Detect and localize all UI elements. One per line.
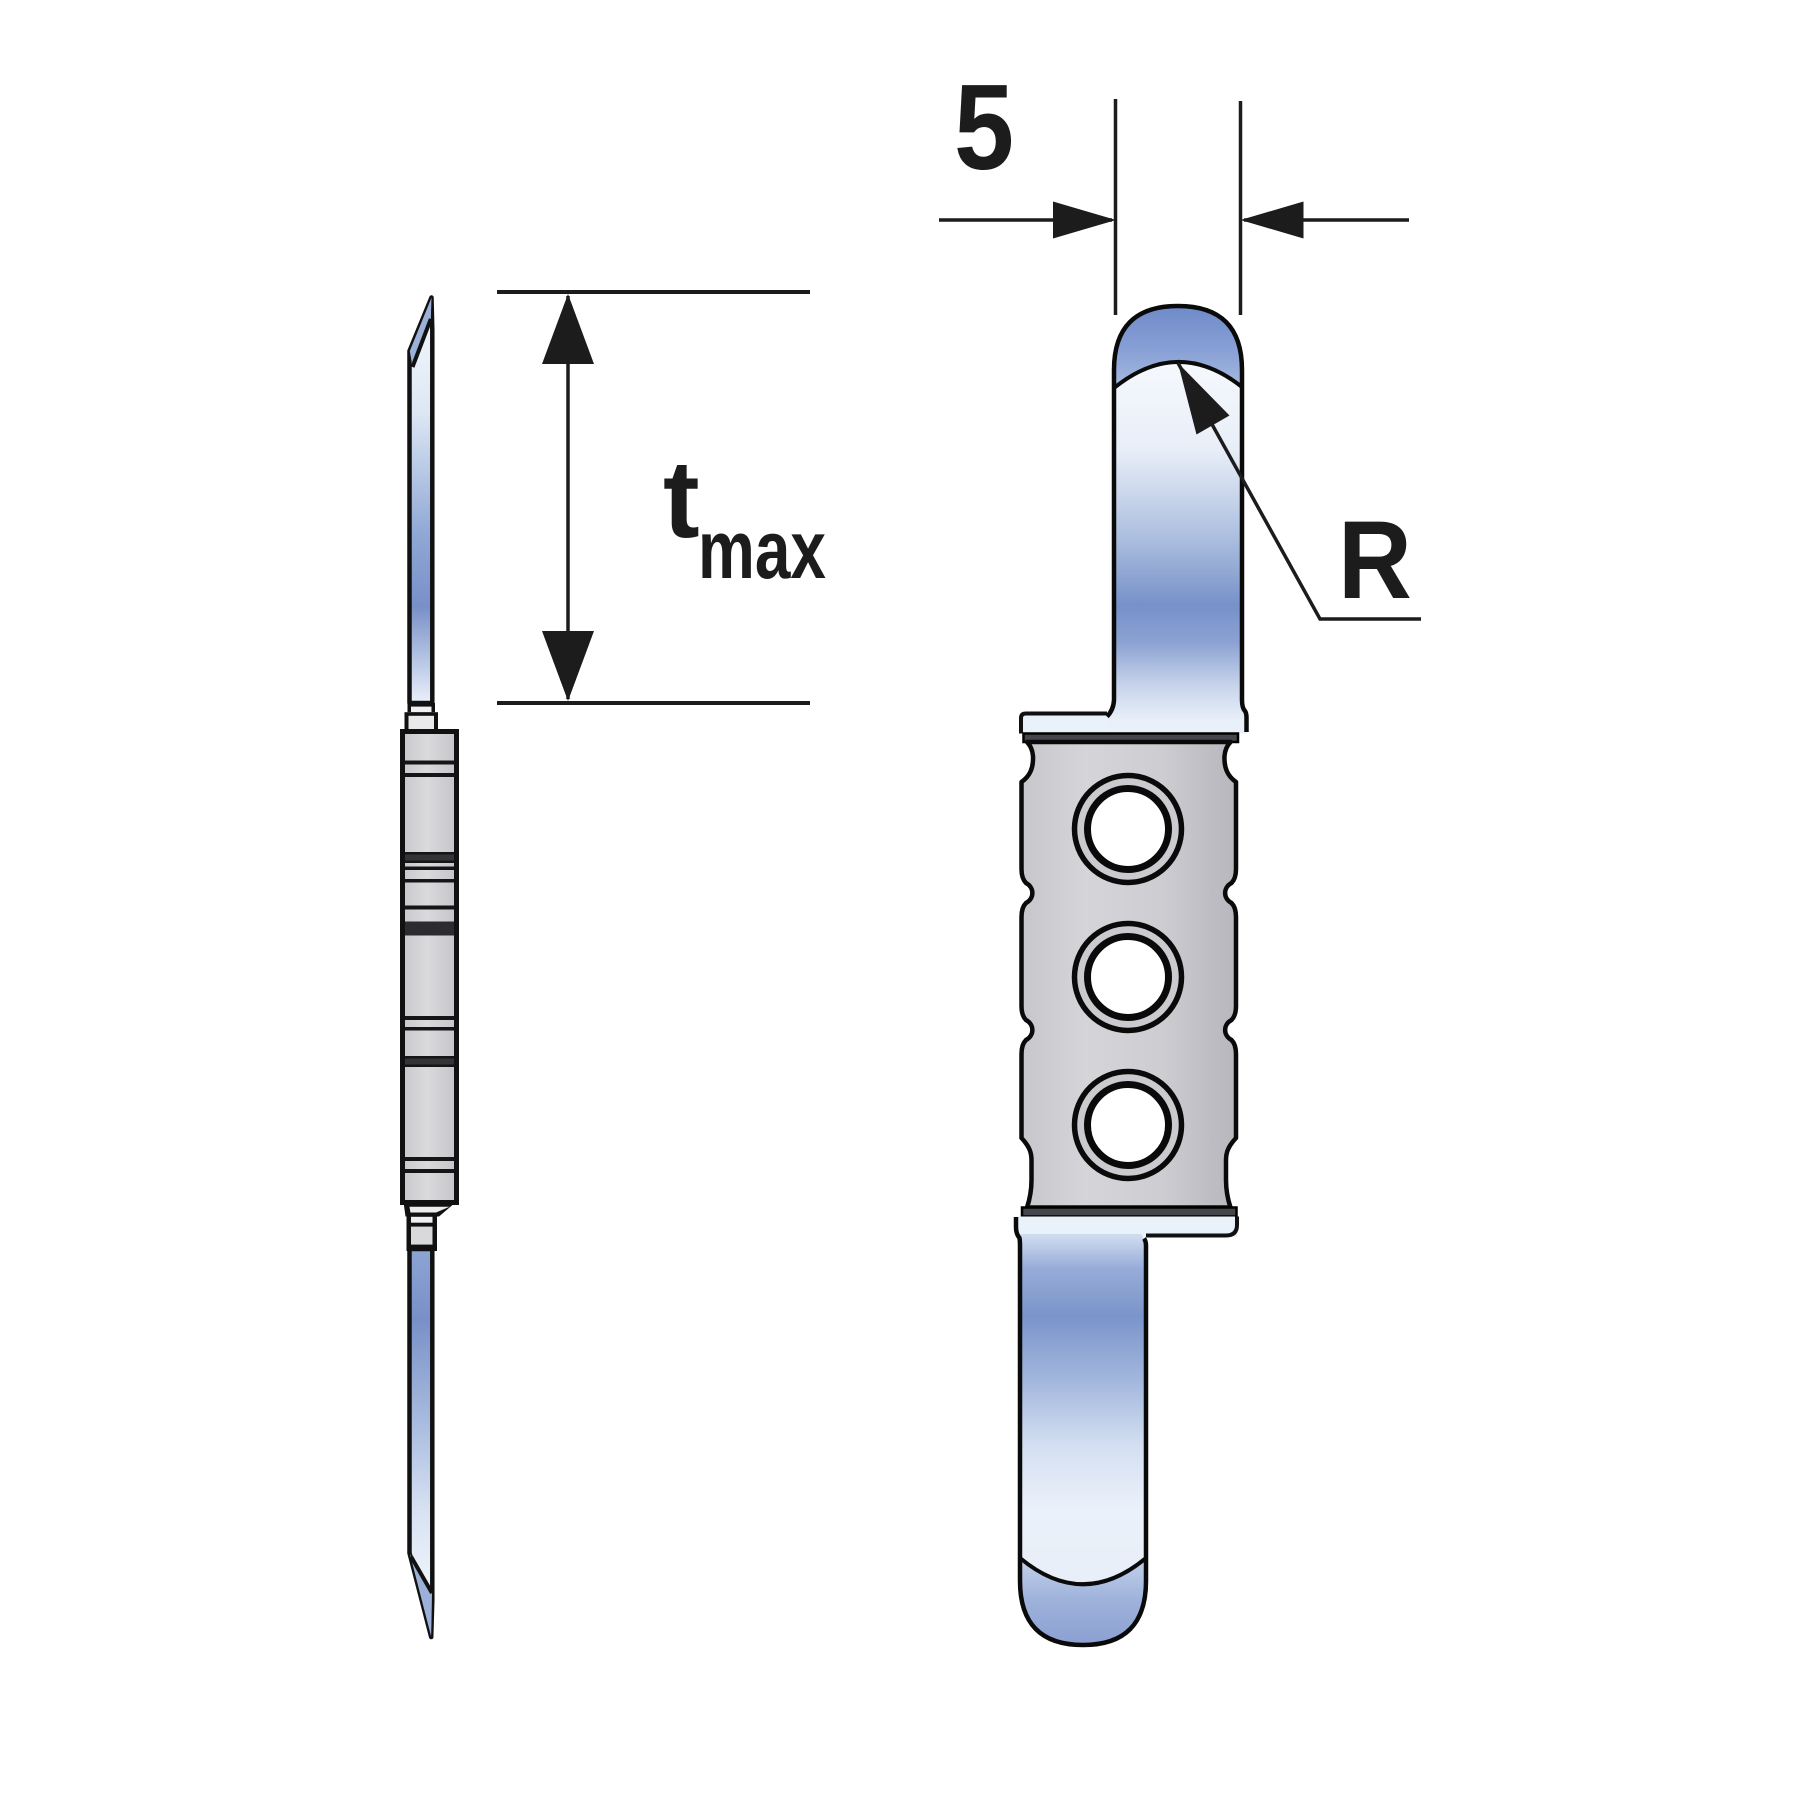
svg-text:5: 5 — [954, 60, 1014, 196]
svg-text:max: max — [698, 503, 826, 596]
svg-text:R: R — [1338, 499, 1412, 622]
svg-text:t: t — [663, 438, 700, 561]
